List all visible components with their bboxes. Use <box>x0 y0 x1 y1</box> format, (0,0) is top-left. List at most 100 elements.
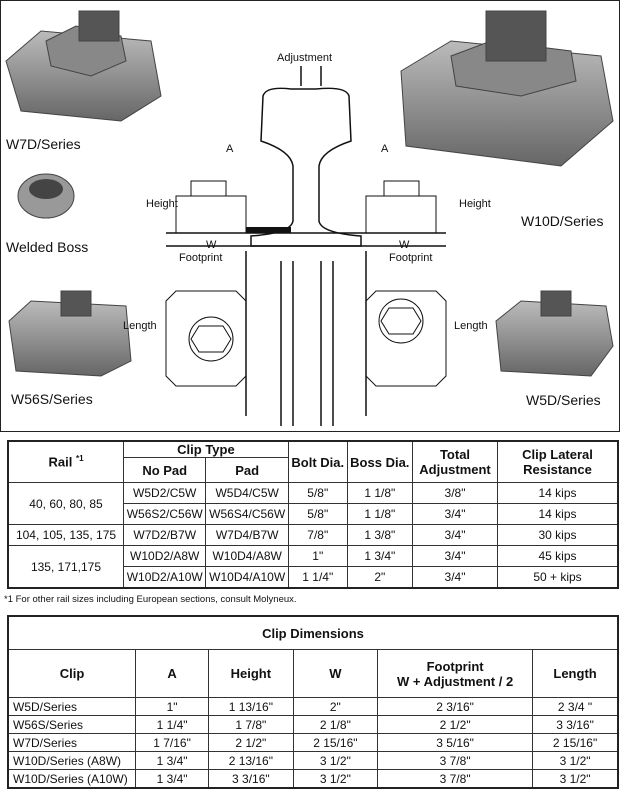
header-clip: Clip <box>7 649 136 698</box>
header-height: Height <box>208 649 294 698</box>
rail-clip-diagram: W7D/Series Welded Boss W56S/Series W10D/… <box>0 0 620 432</box>
header-clip-type: Clip Type <box>123 440 289 458</box>
label-w7d: W7D/Series <box>6 136 81 152</box>
right-clip-plan <box>365 290 447 387</box>
label-height-left: Height <box>146 198 178 210</box>
header-lateral: Clip Lateral Resistance <box>497 440 619 483</box>
table-row: W10D/Series (A8W)1 3/4"2 13/16"3 1/2"3 7… <box>7 751 619 770</box>
table-row: W10D/Series (A10W)1 3/4"3 3/16"3 1/2"3 7… <box>7 769 619 789</box>
diagram-drawing <box>5 10 614 426</box>
cell: 1 3/4" <box>346 545 414 567</box>
w7d-photo <box>5 10 162 122</box>
cell: 1" <box>134 697 210 716</box>
label-w10d: W10D/Series <box>521 213 604 229</box>
label-w-right: W <box>399 239 410 251</box>
cell: 3/4" <box>412 503 498 525</box>
left-clip-plan <box>165 290 247 387</box>
cell: 2 15/16" <box>292 733 379 752</box>
table-title: Clip Dimensions <box>7 615 619 650</box>
cell: 1 1/4" <box>287 566 348 589</box>
cell: 2 13/16" <box>208 751 294 770</box>
cell: W10D/Series (A10W) <box>7 769 136 789</box>
cell: 1 3/8" <box>346 524 414 546</box>
cell: 1 3/4" <box>134 769 210 789</box>
cell: 1 1/8" <box>346 482 414 504</box>
footnote: *1 For other rail sizes including Europe… <box>4 594 297 605</box>
cell: 1 7/16" <box>134 733 210 752</box>
cell: 1 3/4" <box>134 751 210 770</box>
cell: 3/4" <box>412 524 498 546</box>
cell: 3 1/2" <box>532 751 619 770</box>
cell: W5D/Series <box>7 697 136 716</box>
cell: 2 3/4 " <box>532 697 619 716</box>
header-adjustment: Total Adjustment <box>412 440 498 483</box>
right-clip-side <box>365 180 437 234</box>
label-height-right: Height <box>459 198 491 210</box>
header-w: W <box>292 649 379 698</box>
cell: 3 3/16" <box>208 769 294 789</box>
cell: 2" <box>292 697 379 716</box>
cell: W10D/Series (A8W) <box>7 751 136 770</box>
cell: 14 kips <box>497 503 619 525</box>
cell: W5D4/C5W <box>205 482 289 504</box>
cell: 45 kips <box>497 545 619 567</box>
cell: 3 1/2" <box>292 751 379 770</box>
cell: 7/8" <box>287 524 348 546</box>
cell: 2 3/16" <box>377 697 534 716</box>
cell: 1" <box>287 545 348 567</box>
cell: 5/8" <box>287 503 348 525</box>
w10d-photo <box>400 10 614 167</box>
cell: 5/8" <box>287 482 348 504</box>
cell: W10D4/A10W <box>205 566 289 589</box>
cell: 2" <box>346 566 414 589</box>
cell: 50 + kips <box>497 566 619 589</box>
cell: W7D/Series <box>7 733 136 752</box>
cell: 14 kips <box>497 482 619 504</box>
cell: 1 1/4" <box>134 715 210 734</box>
cell: W56S4/C56W <box>205 503 289 525</box>
cell: W10D2/A10W <box>122 566 207 589</box>
label-adjustment: Adjustment <box>277 52 333 64</box>
cell: 2 1/8" <box>292 715 379 734</box>
cell: W56S/Series <box>7 715 136 734</box>
cell: 3 3/16" <box>532 715 619 734</box>
label-w-left: W <box>206 239 217 251</box>
label-a-right: A <box>381 143 389 155</box>
cell: 2 15/16" <box>532 733 619 752</box>
label-w5d: W5D/Series <box>526 392 601 408</box>
label-length-left: Length <box>123 320 157 332</box>
header-no-pad: No Pad <box>122 457 207 483</box>
cell: 3/4" <box>412 566 498 589</box>
cell: W56S2/C56W <box>122 503 207 525</box>
w5d-photo <box>495 290 614 377</box>
rail-cell: 104, 105, 135, 175 <box>7 524 124 546</box>
welded-boss-photo <box>17 173 75 219</box>
cell: 3 1/2" <box>532 769 619 789</box>
cell: 3 5/16" <box>377 733 534 752</box>
cell: 3 7/8" <box>377 751 534 770</box>
header-pad: Pad <box>205 457 289 483</box>
cell: 30 kips <box>497 524 619 546</box>
rail-cell: 40, 60, 80, 85 <box>7 482 124 525</box>
label-w56s: W56S/Series <box>11 391 93 407</box>
header-bolt: Bolt Dia. <box>287 440 348 483</box>
header-length: Length <box>532 649 619 698</box>
cell: W5D2/C5W <box>122 482 207 504</box>
cell: 3/4" <box>412 545 498 567</box>
left-clip-side <box>175 180 247 234</box>
cell: 1 13/16" <box>208 697 294 716</box>
label-length-right: Length <box>454 320 488 332</box>
rail-cell: 135, 171,175 <box>7 545 124 589</box>
w56s-photo <box>8 290 132 377</box>
header-rail: Rail *1 <box>7 440 124 483</box>
